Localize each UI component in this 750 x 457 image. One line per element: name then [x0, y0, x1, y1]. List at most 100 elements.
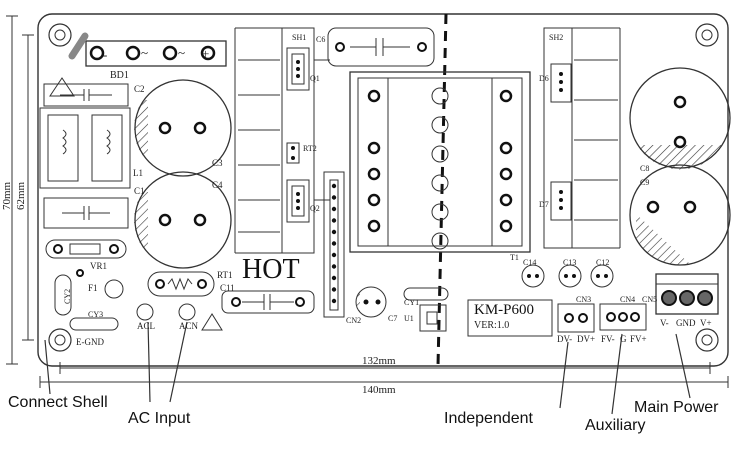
cn2-pin [331, 241, 337, 246]
dimension-70mm [6, 15, 18, 365]
model-number: KM-P600 [474, 302, 535, 318]
label-t1: T1 [510, 253, 519, 262]
pin-dv-plus: DV+ [577, 334, 596, 344]
callout-main-power: Main Power [634, 399, 719, 416]
pad-acl [136, 303, 154, 321]
transformer-pin [499, 219, 513, 233]
callout-ac-input: AC Input [128, 410, 191, 427]
connector-cn2 [323, 171, 345, 318]
heatsink-sh1 [234, 27, 330, 254]
cn2-pin [331, 287, 337, 292]
hv-warning-icon-2 [201, 313, 223, 331]
callout-connect-shell: Connect Shell [8, 394, 108, 411]
pad-acn [178, 303, 196, 321]
core-hole [431, 87, 449, 105]
label-c6: C6 [316, 35, 326, 44]
thermistor-rt2 [286, 142, 300, 164]
label-c9: C9 [640, 178, 650, 187]
transformer-t1 [349, 71, 531, 253]
capacitor-c14 [521, 264, 545, 288]
label-q2: Q2 [310, 204, 320, 213]
pin-fv-minus: FV- [601, 334, 615, 344]
mounting-hole-tl [48, 23, 72, 47]
dimension-140mm [39, 376, 729, 388]
label-c12: C12 [596, 258, 610, 267]
label-cy1: CY1 [404, 298, 420, 307]
shell-wire [68, 32, 89, 60]
transformer-pin [499, 193, 513, 207]
fuse-f1 [76, 269, 124, 299]
label-bd1: BD1 [110, 70, 129, 81]
isolation-line [436, 13, 448, 367]
capacitor-c4 [133, 171, 232, 269]
core-hole [431, 116, 449, 134]
label-acn: ACN [179, 321, 199, 331]
dim-label-62mm: 62mm [15, 181, 27, 210]
callout-leaders [44, 321, 691, 415]
cn2-pin [331, 206, 337, 212]
cn2-pins [331, 183, 337, 304]
label-egnd: E-GND [76, 337, 104, 347]
dim-label-70mm: 70mm [1, 181, 13, 210]
optocoupler-u1 [419, 304, 447, 332]
label-c1: C1 [134, 186, 145, 196]
transformer-pin [499, 167, 513, 181]
cn2-pin [331, 264, 337, 269]
label-c2: C2 [134, 84, 145, 94]
mounting-hole-br [695, 328, 719, 352]
label-c7: C7 [388, 314, 398, 323]
pin-bridge-plus: + [202, 46, 210, 61]
hot-label: HOT [242, 254, 300, 285]
dimension-132mm [59, 362, 711, 374]
cn2-pin [331, 298, 337, 304]
cn2-pin [331, 195, 337, 200]
mounting-hole-tr [695, 23, 719, 47]
label-cn4: CN4 [620, 295, 636, 304]
pin-gnd: GND [676, 318, 696, 328]
capacitor-c7 [355, 286, 387, 318]
label-sh2: SH2 [549, 33, 564, 42]
transformer-pins [367, 89, 513, 233]
connector-cn3 [557, 303, 595, 333]
label-sh1: SH1 [292, 33, 307, 42]
capacitor-cy2 [54, 274, 72, 316]
cn2-pin [331, 275, 337, 281]
mosfet-q1 [286, 47, 310, 91]
label-cn2: CN2 [346, 316, 362, 325]
label-c4: C4 [212, 180, 223, 190]
capacitor-c6 [327, 27, 435, 67]
capacitor-c9 [629, 164, 731, 266]
capacitor-c3 [133, 79, 232, 177]
cn2-pin [331, 252, 337, 258]
core-hole [431, 145, 449, 163]
pin-bridge-minus: - [103, 47, 108, 62]
label-d7: D7 [539, 200, 549, 209]
pin-bridge-ac2: ~ [178, 45, 186, 60]
version-label: VER:1.0 [474, 320, 510, 331]
transformer-pin [499, 141, 513, 155]
callout-independent: Independent [444, 410, 533, 427]
capacitor-cy1 [403, 287, 449, 301]
label-cn3: CN3 [576, 295, 592, 304]
label-c11: C11 [220, 283, 235, 293]
diode-d6 [550, 63, 572, 103]
mounting-hole-bl [48, 328, 72, 352]
transformer-pin [367, 193, 381, 207]
label-c13: C13 [563, 258, 577, 267]
heatsink-sh2 [543, 27, 621, 249]
hv-warning-icon [49, 77, 75, 97]
pin-fv-plus: FV+ [630, 334, 647, 344]
capacitor-c2 [43, 83, 129, 107]
diode-d7 [550, 181, 572, 221]
pin-v-minus: V- [660, 318, 669, 328]
label-cy2: CY2 [63, 288, 72, 304]
transformer-pin [499, 89, 513, 103]
capacitor-c8 [629, 67, 731, 170]
label-c14: C14 [523, 258, 537, 267]
thermistor-rt1 [147, 271, 215, 297]
pin-bridge-ac1: ~ [141, 45, 149, 60]
label-d6: D6 [539, 74, 549, 83]
bridge-rectifier [85, 40, 227, 67]
pin-v-plus: V+ [700, 318, 712, 328]
label-c8: C8 [640, 164, 650, 173]
